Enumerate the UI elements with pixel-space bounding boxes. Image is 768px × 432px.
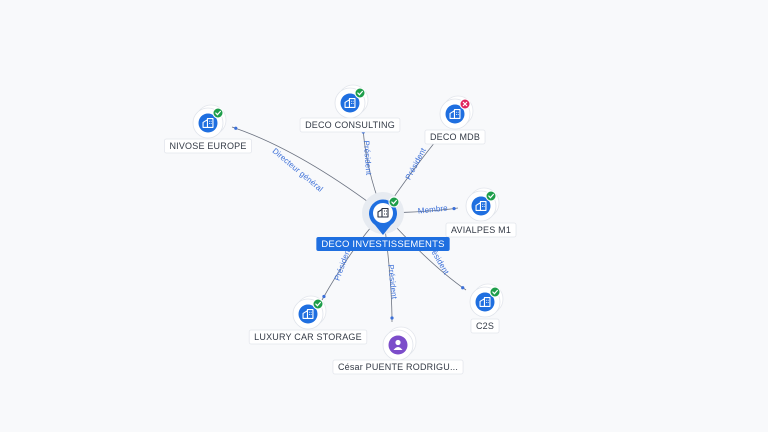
node-label-box [299, 117, 401, 133]
check-icon [357, 90, 363, 96]
edge-label-deco-consulting: Président [362, 140, 373, 176]
company-building-icon [302, 309, 314, 319]
check-icon [315, 301, 321, 307]
company-building-icon [475, 201, 487, 211]
node-label-box [332, 359, 464, 375]
edge-label-avialpes-m1: Membre [417, 203, 448, 215]
node-label-box [248, 329, 368, 345]
node-label-avialpes-m1: AVIALPES M1 [451, 225, 511, 235]
node-label-box [470, 318, 500, 334]
edges-layer [231, 126, 467, 323]
check-icon [492, 289, 498, 295]
edge-arrow-luxury-car-storage [322, 294, 326, 299]
check-icon [215, 110, 221, 116]
graph-node-c2s[interactable]: C2S [469, 283, 504, 334]
edge-label-nivose-europe: Directeur général [271, 146, 325, 194]
active-badge-icon-luxury-car-storage [313, 299, 323, 309]
graph-node-deco-mdb[interactable]: DECO MDB [424, 95, 486, 145]
graph-node-nivose-europe[interactable]: NIVOSE EUROPE [164, 104, 252, 154]
edge-label-deco-mdb: Président [404, 146, 429, 181]
node-label-deco-consulting: DECO CONSULTING [305, 120, 395, 130]
edge-label-cesar-puente: Président [386, 264, 399, 300]
center-node-label-box [316, 237, 450, 251]
center-node-label: DECO INVESTISSEMENTS [321, 239, 444, 250]
node-label-deco-mdb: DECO MDB [430, 132, 480, 142]
check-icon [488, 193, 494, 199]
company-building-icon [202, 118, 214, 128]
edge-arrow-cesar-puente [390, 316, 394, 320]
graph-node-deco-consulting[interactable]: DECO CONSULTING [299, 84, 401, 133]
edge-arrow-nivose-europe [234, 126, 238, 130]
node-label-box [164, 138, 252, 154]
node-label-c2s: C2S [476, 321, 494, 331]
cross-icon [462, 101, 468, 107]
node-label-luxury-car-storage: LUXURY CAR STORAGE [254, 332, 362, 342]
node-label-cesar-puente: César PUENTE RODRIGU... [338, 362, 458, 372]
graph-node-luxury-car-storage[interactable]: LUXURY CAR STORAGE [248, 295, 368, 345]
edge-label-luxury-car-storage: Président [332, 246, 353, 282]
active-badge-icon-deco-consulting [355, 88, 365, 98]
company-building-icon [377, 207, 389, 218]
active-badge-icon-nivose-europe [213, 108, 223, 118]
edge-line-nivose-europe [231, 126, 384, 214]
node-label-box [424, 129, 486, 145]
company-building-icon [479, 297, 491, 307]
graph-node-cesar-puente[interactable]: César PUENTE RODRIGU... [332, 326, 464, 375]
graph-node-avialpes-m1[interactable]: AVIALPES M1 [445, 187, 517, 238]
active-badge-icon-c2s [490, 287, 500, 297]
person-icon [393, 339, 403, 350]
edge-arrow-c2s [461, 286, 465, 290]
active-badge-icon-center [389, 197, 399, 207]
center-node-core [373, 203, 393, 223]
company-building-icon [344, 98, 356, 108]
node-label-box [445, 222, 517, 238]
check-icon [391, 199, 397, 205]
center-node[interactable]: DECO INVESTISSEMENTS [316, 192, 450, 251]
active-badge-icon-avialpes-m1 [486, 191, 496, 201]
company-building-icon [449, 109, 461, 119]
node-label-nivose-europe: NIVOSE EUROPE [169, 141, 246, 151]
nodes-layer: NIVOSE EUROPE DECO CONSULTING DECO MDB AVIA… [164, 84, 517, 375]
edge-arrow-avialpes-m1 [452, 206, 456, 211]
